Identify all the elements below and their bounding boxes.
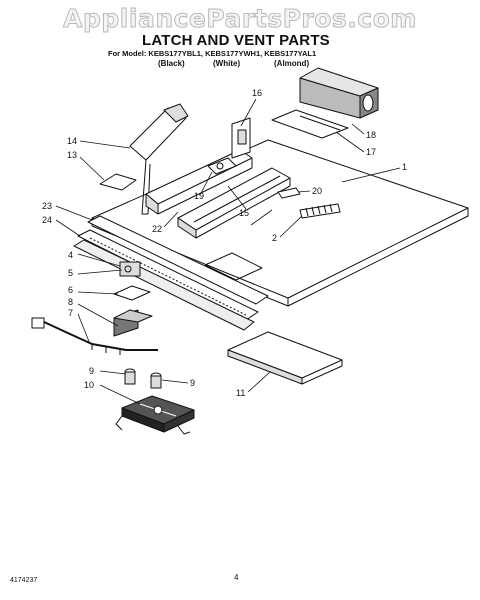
part-pad — [99, 173, 137, 191]
part-vent-grille — [299, 203, 341, 219]
callout-7: 7 — [68, 308, 73, 318]
callout-23: 23 — [42, 201, 52, 211]
callout-4: 4 — [68, 250, 73, 260]
part-latch-rod — [31, 317, 158, 355]
callout-13: 13 — [67, 150, 77, 160]
callout-6: 6 — [68, 285, 73, 295]
variant-almond: (Almond) — [274, 59, 310, 68]
callout-18: 18 — [366, 130, 376, 140]
page-number: 4 — [234, 573, 239, 582]
part-deflector — [129, 103, 189, 215]
variant-white: (White) — [213, 59, 241, 68]
callout-24: 24 — [42, 215, 52, 225]
part-vent-bracket — [231, 117, 251, 159]
document-number: 4174237 — [10, 577, 38, 584]
callout-10: 10 — [84, 380, 94, 390]
callout-9-left: 9 — [89, 366, 94, 376]
callout-5: 5 — [68, 268, 73, 278]
callout-17: 17 — [366, 147, 376, 157]
leader-lines — [55, 98, 401, 405]
callout-15: 15 — [239, 208, 249, 218]
callout-1: 1 — [402, 162, 407, 172]
callout-labels: 14 13 16 18 17 1 20 19 15 22 2 23 24 4 5… — [42, 88, 407, 398]
callout-2: 2 — [272, 233, 277, 243]
diagram-title: LATCH AND VENT PARTS — [142, 32, 330, 49]
callout-8: 8 — [68, 297, 73, 307]
part-spacers — [124, 368, 162, 389]
callout-9-right: 9 — [190, 378, 195, 388]
variant-black: (Black) — [158, 59, 185, 68]
callout-16: 16 — [252, 88, 262, 98]
model-list: For Model: KEBS177YBL1, KEBS177YWH1, KEB… — [108, 49, 317, 58]
callout-14: 14 — [67, 136, 77, 146]
part-latch-spacer — [113, 285, 151, 301]
part-latch-mechanism — [115, 395, 195, 435]
part-fan-motor — [299, 67, 379, 119]
part-bottom-plate — [227, 331, 343, 385]
part-latch-hook — [119, 261, 141, 277]
part-front-rails — [73, 215, 269, 331]
part-latch-block — [113, 309, 153, 337]
callout-20: 20 — [312, 186, 322, 196]
part-left-vent-duct — [145, 149, 253, 215]
part-clip — [277, 187, 301, 199]
callout-19: 19 — [194, 191, 204, 201]
part-right-vent-duct — [177, 167, 291, 239]
callout-11: 11 — [236, 388, 245, 398]
watermark-logo: AppliancePartsPros.com — [63, 4, 417, 34]
part-motor-plate — [271, 109, 349, 139]
callout-22: 22 — [152, 224, 162, 234]
